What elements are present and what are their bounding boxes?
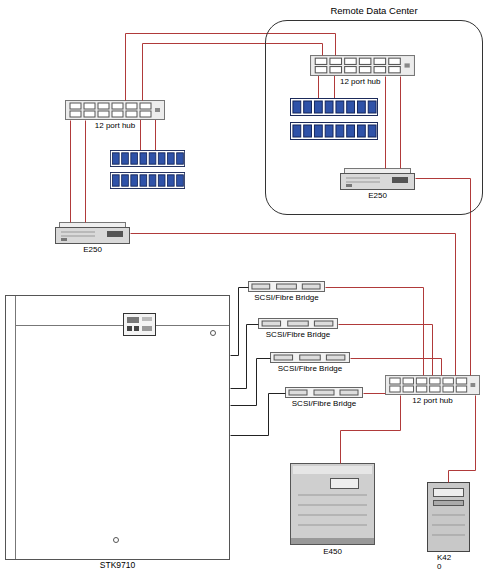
disk-cable: [155, 120, 156, 150]
network-cable: [231, 394, 286, 436]
device-label: SCSI/Fibre Bridge: [292, 399, 356, 408]
network-cable: [131, 234, 456, 376]
device-label: E250: [83, 245, 102, 254]
network-cable: [449, 396, 476, 483]
disk-array: [110, 150, 184, 166]
server-vent: [298, 525, 367, 526]
server-vent: [298, 495, 367, 496]
server-bay: [434, 501, 464, 506]
disk-array: [290, 123, 377, 140]
device-label: SCSI/Fibre Bridge: [254, 293, 318, 302]
server-device: [56, 223, 130, 244]
device-node: SCSI/Fibre Bridge: [270, 352, 350, 363]
network-cable: [70, 121, 71, 223]
device-label: 12 port hub: [340, 77, 380, 86]
e450-server: [291, 464, 375, 545]
library-control-panel: [124, 314, 156, 336]
device-node: SCSI/Fibre Bridge: [258, 318, 338, 329]
tape-library: [6, 296, 230, 560]
hub-device: [311, 56, 415, 76]
server-vent: [432, 525, 465, 526]
panel-button: [142, 326, 152, 331]
disk-array: [290, 99, 377, 116]
server-device: [341, 169, 415, 190]
disk-cable: [140, 120, 141, 150]
device-label: SCSI/Fibre Bridge: [266, 330, 330, 339]
hub-device: [66, 101, 165, 120]
server-bay: [434, 489, 464, 497]
device-node: E250: [340, 168, 415, 190]
panel-button: [142, 317, 152, 321]
network-cable: [126, 34, 336, 101]
disk-cables: [141, 76, 335, 150]
bridge-device: [271, 353, 350, 363]
disk-cable: [334, 76, 335, 98]
network-cable: [143, 44, 323, 101]
device-label: E250: [368, 191, 387, 200]
network-cable: [364, 393, 386, 394]
network-cable: [385, 77, 386, 169]
site-boundary: Remote Data Center12 port hubE250: [265, 20, 483, 215]
disk-cable: [318, 76, 319, 98]
device-label: K420: [437, 553, 454, 571]
panel-button: [134, 326, 139, 331]
library-panel-line: [15, 296, 16, 559]
server-vent: [298, 515, 367, 516]
server-vent: [432, 535, 465, 536]
server-top: [293, 466, 372, 474]
device-node: E450: [290, 463, 375, 545]
library-cabinet: [6, 296, 230, 560]
device-node: 12 port hub: [310, 55, 415, 76]
server-vent: [432, 515, 465, 516]
network-cable: [339, 325, 433, 376]
bridge-device: [286, 388, 363, 398]
device-node: SCSI/Fibre Bridge: [248, 281, 325, 292]
network-cable: [231, 359, 271, 406]
panel-button: [127, 326, 132, 331]
network-cable: [85, 121, 86, 223]
disk-array: [110, 172, 184, 188]
panel-display: [127, 317, 139, 323]
device-node: K420: [427, 482, 470, 552]
device-node: 12 port hub: [385, 375, 480, 395]
network-cable: [400, 77, 401, 169]
device-label: SCSI/Fibre Bridge: [278, 364, 342, 373]
server-display: [331, 479, 359, 489]
hub-device: [385, 376, 479, 395]
network-cable: [231, 288, 249, 356]
bridge-device: [248, 282, 324, 292]
device-label: E450: [323, 547, 342, 556]
device-node: E250: [55, 222, 130, 244]
library-latch: [211, 331, 216, 336]
library-panel-line: [16, 325, 229, 326]
device-node: 12 port hub: [65, 100, 165, 120]
server-body: [428, 483, 470, 552]
network-cable: [351, 359, 442, 376]
library-latch: [114, 538, 119, 543]
network-cable: [326, 288, 424, 376]
device-node: STK9710: [5, 295, 230, 560]
server-body: [291, 464, 375, 545]
network-cable: [231, 325, 259, 389]
device-label: Remote Data Center: [330, 5, 417, 16]
server-base: [291, 538, 374, 544]
device-label: STK9710: [100, 561, 135, 570]
device-label: 12 port hub: [412, 396, 452, 405]
bridge-device: [259, 319, 338, 329]
k420-server: [428, 483, 470, 552]
device-label: 12 port hub: [95, 121, 135, 130]
device-node: SCSI/Fibre Bridge: [285, 387, 363, 398]
server-vent: [298, 505, 367, 506]
